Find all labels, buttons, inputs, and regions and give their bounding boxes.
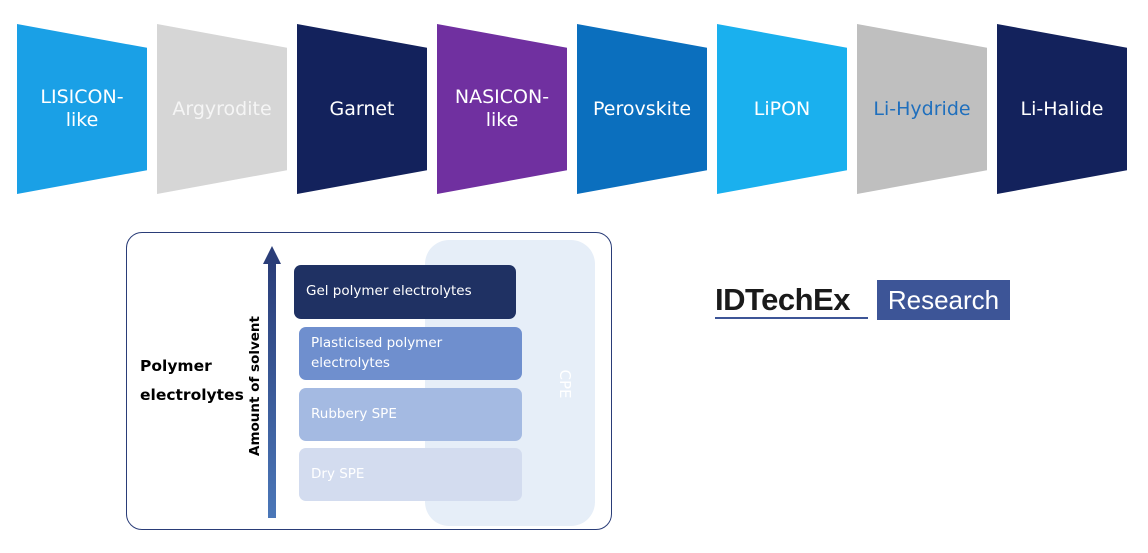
cpe-label: CPE xyxy=(556,369,574,399)
shape-garnet: Garnet xyxy=(297,24,427,194)
shape-perovskite: Perovskite xyxy=(577,24,707,194)
layer-plasticised-label-line-1: Plasticised polymer xyxy=(311,334,443,351)
layer-plasticised: Plasticised polymer electrolytes xyxy=(299,327,522,380)
perovskite-label: Perovskite xyxy=(592,97,692,120)
lisicon-label-line-1: LISICON- xyxy=(40,86,124,109)
nasicon-label-line-2: like xyxy=(485,109,519,131)
shape-li-hydride: Li-Hydride xyxy=(857,24,987,194)
logo-research-text: Research xyxy=(887,284,1000,315)
nasicon-label-line-1: NASICON- xyxy=(454,86,550,109)
layer-rubbery-label: Rubbery SPE xyxy=(311,405,397,422)
shape-li-halide: Li-Halide xyxy=(997,24,1127,194)
layer-dry: Dry SPE xyxy=(299,448,522,501)
polymer-title-line-1: Polymer xyxy=(140,357,212,375)
shape-nasicon: NASICON-like xyxy=(437,24,567,194)
polymer-title-line-2: electrolytes xyxy=(140,386,244,405)
layer-dry-label: Dry SPE xyxy=(311,465,365,482)
solvent-arrow-head xyxy=(263,246,281,264)
layer-plasticised-label-line-2: electrolytes xyxy=(311,354,390,371)
lisicon-label-line-2: like xyxy=(65,109,99,131)
lipon-label: LiPON xyxy=(753,97,811,120)
solvent-arrow xyxy=(268,262,276,518)
shape-lipon: LiPON xyxy=(717,24,847,194)
shape-lisicon: LISICON-like xyxy=(17,24,147,194)
argyrodite-label: Argyrodite xyxy=(172,97,272,120)
li-hydride-label: Li-Hydride xyxy=(873,97,971,120)
layer-rubbery: Rubbery SPE xyxy=(299,388,522,441)
shape-argyrodite: Argyrodite xyxy=(157,24,287,194)
logo-underline xyxy=(715,317,868,319)
solvent-axis-label: Amount of solvent xyxy=(247,316,263,456)
polymer-title: Polymer electrolytes xyxy=(140,352,244,411)
layer-gel: Gel polymer electrolytes xyxy=(294,265,516,319)
logo-research-badge: Research xyxy=(877,280,1010,320)
li-halide-label: Li-Halide xyxy=(1020,97,1104,120)
logo-brand: IDTechEx xyxy=(715,282,850,317)
layer-gel-label: Gel polymer electrolytes xyxy=(306,283,472,300)
garnet-label: Garnet xyxy=(329,97,395,120)
